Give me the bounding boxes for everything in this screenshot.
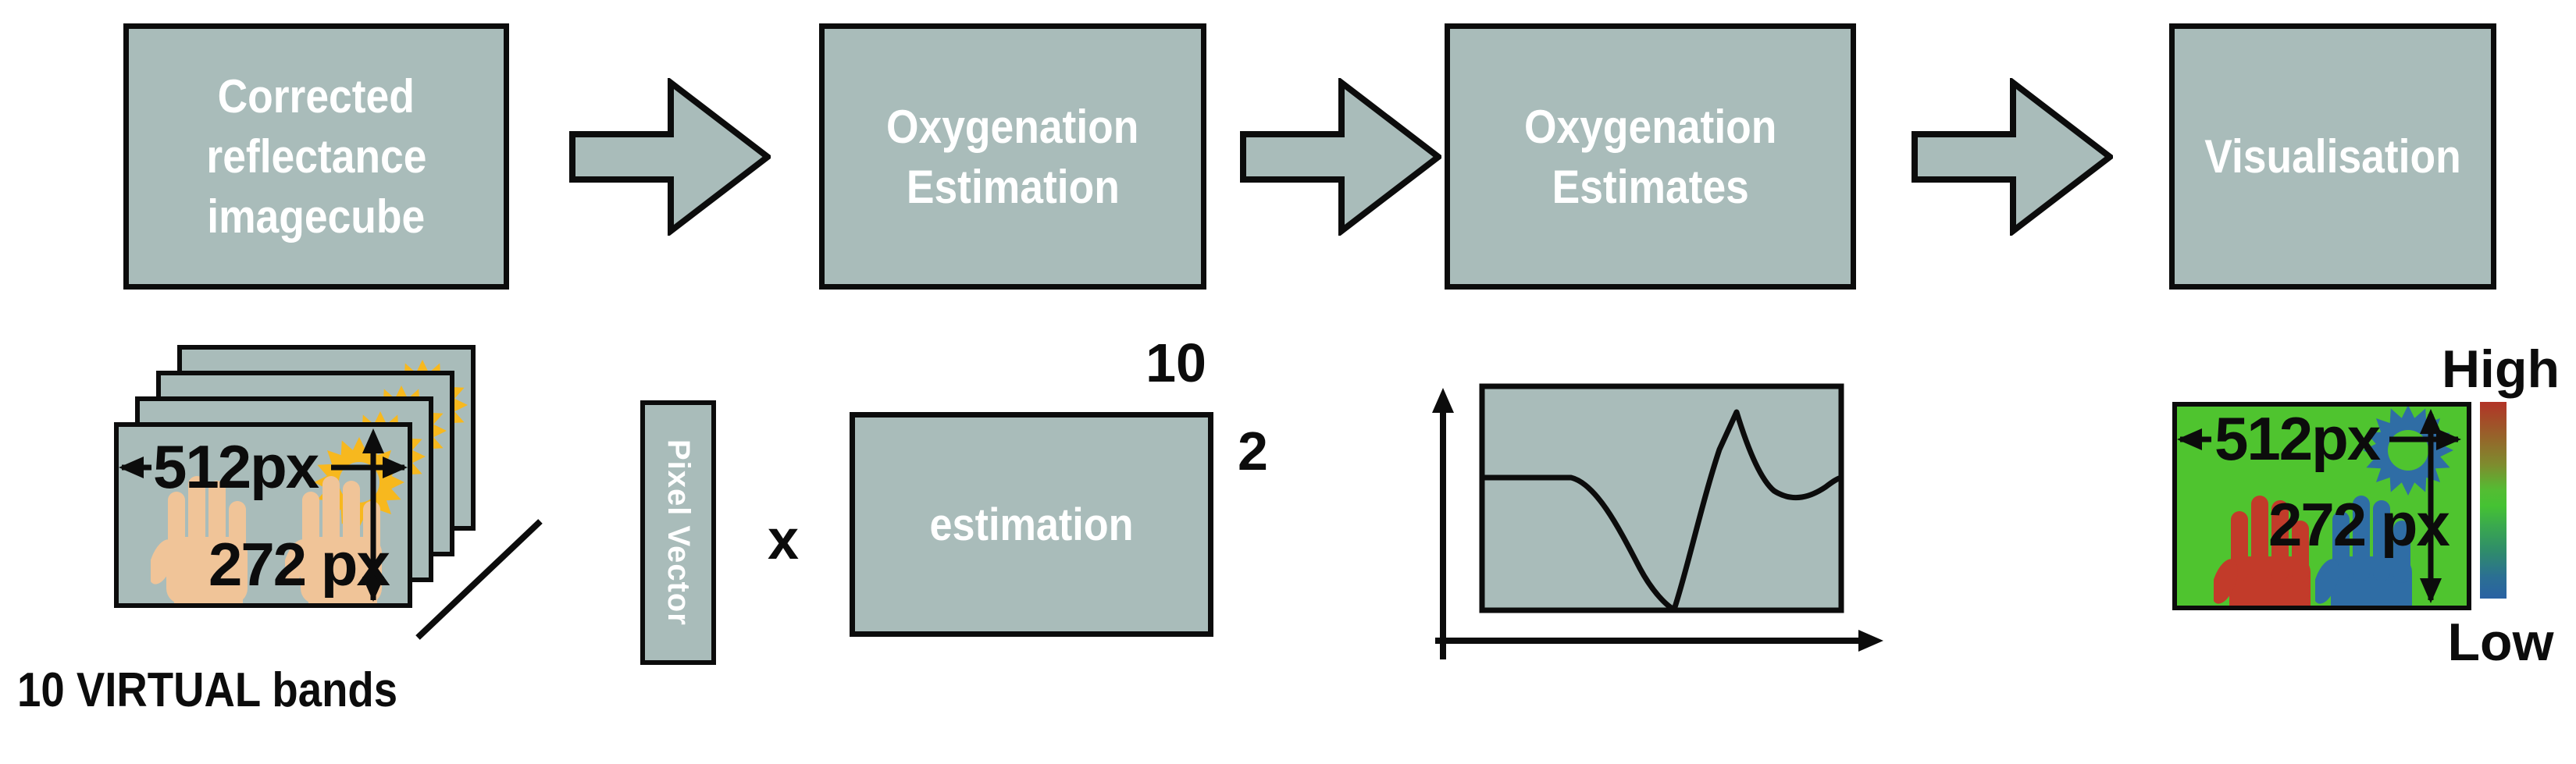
map-width-label: 512px: [2214, 407, 2381, 473]
step-box-oxygenation-estimation: Oxygenation Estimation: [819, 23, 1206, 290]
matrix-dim-cols-label: 2: [1238, 421, 1268, 481]
colorbar-low-label: Low: [2447, 613, 2554, 672]
step-label-line: reflectance: [205, 130, 426, 183]
step-box-corrected-reflectance-imagecube: Corrected reflectance imagecube: [123, 23, 509, 290]
step-label-line: Oxygenation: [1523, 100, 1777, 153]
matrix-dim-rows-label: 10: [1145, 332, 1206, 393]
pixel-vector-label: Pixel Vector: [661, 439, 696, 626]
image-band-front-content: 512px 272 px: [119, 427, 408, 603]
colorbar-gradient: [2480, 402, 2507, 599]
flow-arrow-icon: [1240, 78, 1441, 236]
cube-height-label: 272 px: [208, 530, 390, 599]
step-label-line: imagecube: [207, 190, 426, 243]
estimates-plot-icon: [1432, 383, 1883, 659]
estimation-matrix-label: estimation: [929, 499, 1134, 550]
colorbar-high-label: High: [2441, 339, 2560, 399]
oxygenation-map-content: 512px 272 px: [2177, 407, 2467, 606]
cube-width-label: 512px: [153, 432, 319, 501]
dimension-arrows-icon: [2177, 409, 2461, 603]
pixel-vector-bar: Pixel Vector: [640, 400, 716, 665]
step-label-line: Visualisation: [2204, 130, 2461, 183]
estimation-matrix-box: estimation: [850, 412, 1213, 637]
step-label-line: Corrected: [217, 70, 415, 123]
dimension-arrows-icon: [119, 428, 408, 602]
step-label-line: Estimation: [906, 160, 1120, 213]
step-box-oxygenation-estimates: Oxygenation Estimates: [1445, 23, 1856, 290]
virtual-bands-caption: 10 VIRTUAL bands: [17, 663, 398, 717]
step-label-line: Oxygenation: [886, 100, 1139, 153]
map-height-label: 272 px: [2268, 490, 2450, 559]
flow-arrow-icon: [1912, 78, 2113, 236]
flow-arrow-icon: [569, 78, 771, 236]
step-box-visualisation: Visualisation: [2169, 23, 2496, 290]
step-label-line: Estimates: [1552, 160, 1749, 213]
multiply-operator: x: [767, 509, 800, 571]
stack-depth-line: [415, 519, 543, 640]
